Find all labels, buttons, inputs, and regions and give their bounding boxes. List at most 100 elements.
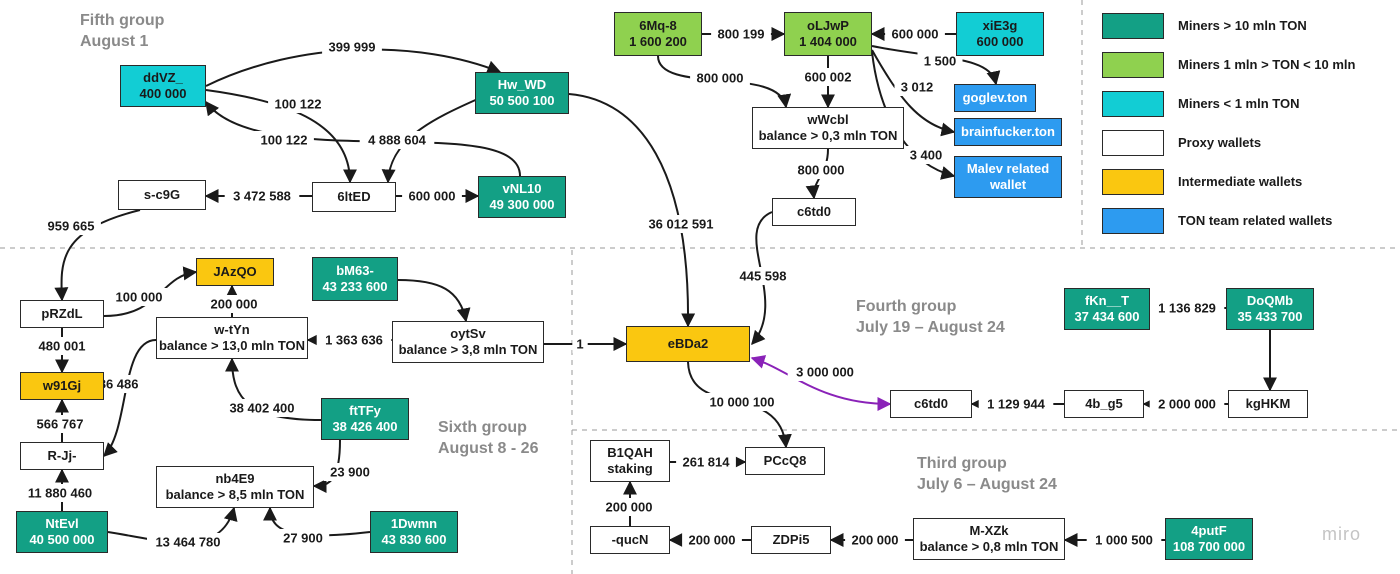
- node-id: brainfucker.ton: [961, 124, 1055, 139]
- node-amount: 600 000: [976, 34, 1024, 49]
- node-id: Hw_WD: [497, 77, 547, 92]
- node-id: pRZdL: [41, 306, 83, 321]
- edge-label: 600 002: [805, 70, 852, 85]
- edge-label-background: [572, 335, 588, 353]
- node-balance: balance > 0,8 mln TON: [919, 539, 1059, 554]
- edge-HwWD-to-eBDa2: [568, 93, 696, 328]
- edge-label-background: [894, 78, 940, 96]
- node-id: -qucN: [611, 532, 649, 547]
- edge-label: 1 136 829: [1158, 301, 1216, 316]
- edge-label-background: [978, 395, 1054, 413]
- edge-label-background: [323, 463, 377, 481]
- edge-label: 1 129 944: [987, 397, 1046, 412]
- edge-label-background: [1149, 395, 1225, 413]
- node-id: DoQMb: [1246, 293, 1294, 308]
- edge-label: 13 464 780: [155, 535, 220, 550]
- edge-label: 200 000: [689, 533, 736, 548]
- node-amount: 43 830 600: [381, 532, 447, 547]
- node-amount: 35 433 700: [1237, 309, 1303, 324]
- legend-swatch-proxy: [1102, 130, 1164, 156]
- edge-label: 800 000: [697, 71, 744, 86]
- group-dates: August 1: [80, 33, 149, 50]
- edge-label-background: [845, 531, 905, 549]
- node-id: ddVZ_: [143, 70, 183, 85]
- edge-label: 10 000 100: [709, 395, 774, 410]
- edge-label-background: [903, 146, 949, 164]
- node-amount: 49 300 000: [489, 197, 555, 212]
- node-id: oytSv: [450, 326, 486, 341]
- group-dates: July 19 – August 24: [856, 319, 1005, 336]
- legend-label-ton-team: TON team related wallets: [1178, 213, 1333, 228]
- edge-label: 2 000 000: [1158, 397, 1216, 412]
- group-title-sixth: Sixth group August 8 - 26: [438, 417, 538, 459]
- edge-label: 1 363 636: [325, 333, 383, 348]
- edge-label-background: [640, 215, 722, 233]
- node-note: staking: [607, 461, 653, 476]
- node-qucN: -qucN: [590, 526, 670, 554]
- node-id: B1QAH: [607, 445, 653, 460]
- node-id: ZDPi5: [772, 532, 810, 547]
- node-id: JAzQO: [213, 264, 257, 279]
- group-title-fifth: Fifth group August 1: [80, 10, 164, 52]
- node-amount: 1 600 200: [629, 34, 687, 49]
- legend-label-proxy: Proxy wallets: [1178, 135, 1262, 150]
- edge-label-background: [1086, 531, 1162, 549]
- node-id: w-tYn: [214, 322, 250, 337]
- edge-label: 11 880 460: [28, 486, 92, 501]
- miro-watermark: miro: [1322, 524, 1361, 544]
- edge-label-background: [917, 52, 963, 70]
- edge-label-background: [676, 453, 736, 471]
- node-balance: balance > 0,3 mln TON: [758, 128, 898, 143]
- edge-label-background: [1149, 299, 1225, 317]
- group-name: Sixth group: [438, 419, 527, 436]
- edge-label: 800 199: [718, 27, 765, 42]
- legend-swatch-intermediate: [1102, 169, 1164, 195]
- node-c6td0b: c6td0: [890, 390, 972, 418]
- edge-label: 38 402 400: [229, 401, 294, 416]
- node-amount: 40 500 000: [29, 532, 95, 547]
- legend-swatch-ton-team: [1102, 208, 1164, 234]
- edge-label-background: [316, 331, 392, 349]
- node-pRZdL: pRZdL: [20, 300, 104, 328]
- legend-label-intermediate: Intermediate wallets: [1178, 174, 1303, 189]
- node-amount: 37 434 600: [1074, 309, 1140, 324]
- node-brainfucker: brainfucker.ton: [954, 118, 1062, 146]
- edge-label-background: [276, 529, 330, 547]
- node-id: 6Mq-8: [639, 18, 677, 33]
- legend-swatch-miners-mid: [1102, 52, 1164, 78]
- edge-label-background: [599, 498, 659, 516]
- edge-label: 566 767: [37, 417, 84, 432]
- node-id: PCcQ8: [763, 453, 807, 468]
- legend-label-miners-big: Miners > 10 mln TON: [1178, 18, 1307, 33]
- node-amount: 1 404 000: [799, 34, 857, 49]
- node-amount: 38 426 400: [332, 419, 398, 434]
- edge-oLJwP-to-brainfucker: [871, 49, 956, 137]
- edge-label-background: [787, 363, 863, 381]
- edge-label: 200 000: [211, 297, 258, 312]
- edge-label-background: [711, 25, 771, 43]
- node-id: bM63-: [336, 263, 374, 278]
- group-name: Third group: [917, 455, 1007, 472]
- edge-label: 27 900: [283, 531, 323, 546]
- edge-label-background: [885, 25, 945, 43]
- edge-label-background: [224, 187, 300, 205]
- node-id: R-Jj-: [47, 448, 77, 463]
- node-id: goglev.ton: [962, 90, 1028, 105]
- node-id-line2: wallet: [989, 177, 1027, 192]
- edge-label: 3 000 000: [796, 365, 854, 380]
- edge-label: 800 000: [798, 163, 845, 178]
- edge-label: 3 012: [901, 80, 934, 95]
- node-kgHKM: kgHKM: [1228, 390, 1308, 418]
- edge-label-background: [682, 531, 742, 549]
- node-id: s-c9G: [143, 187, 181, 202]
- legend-label-miners-small: Miners < 1 mln TON: [1178, 96, 1300, 111]
- node-goglev: goglev.ton: [954, 84, 1036, 112]
- node-id: fKn__T: [1084, 293, 1130, 308]
